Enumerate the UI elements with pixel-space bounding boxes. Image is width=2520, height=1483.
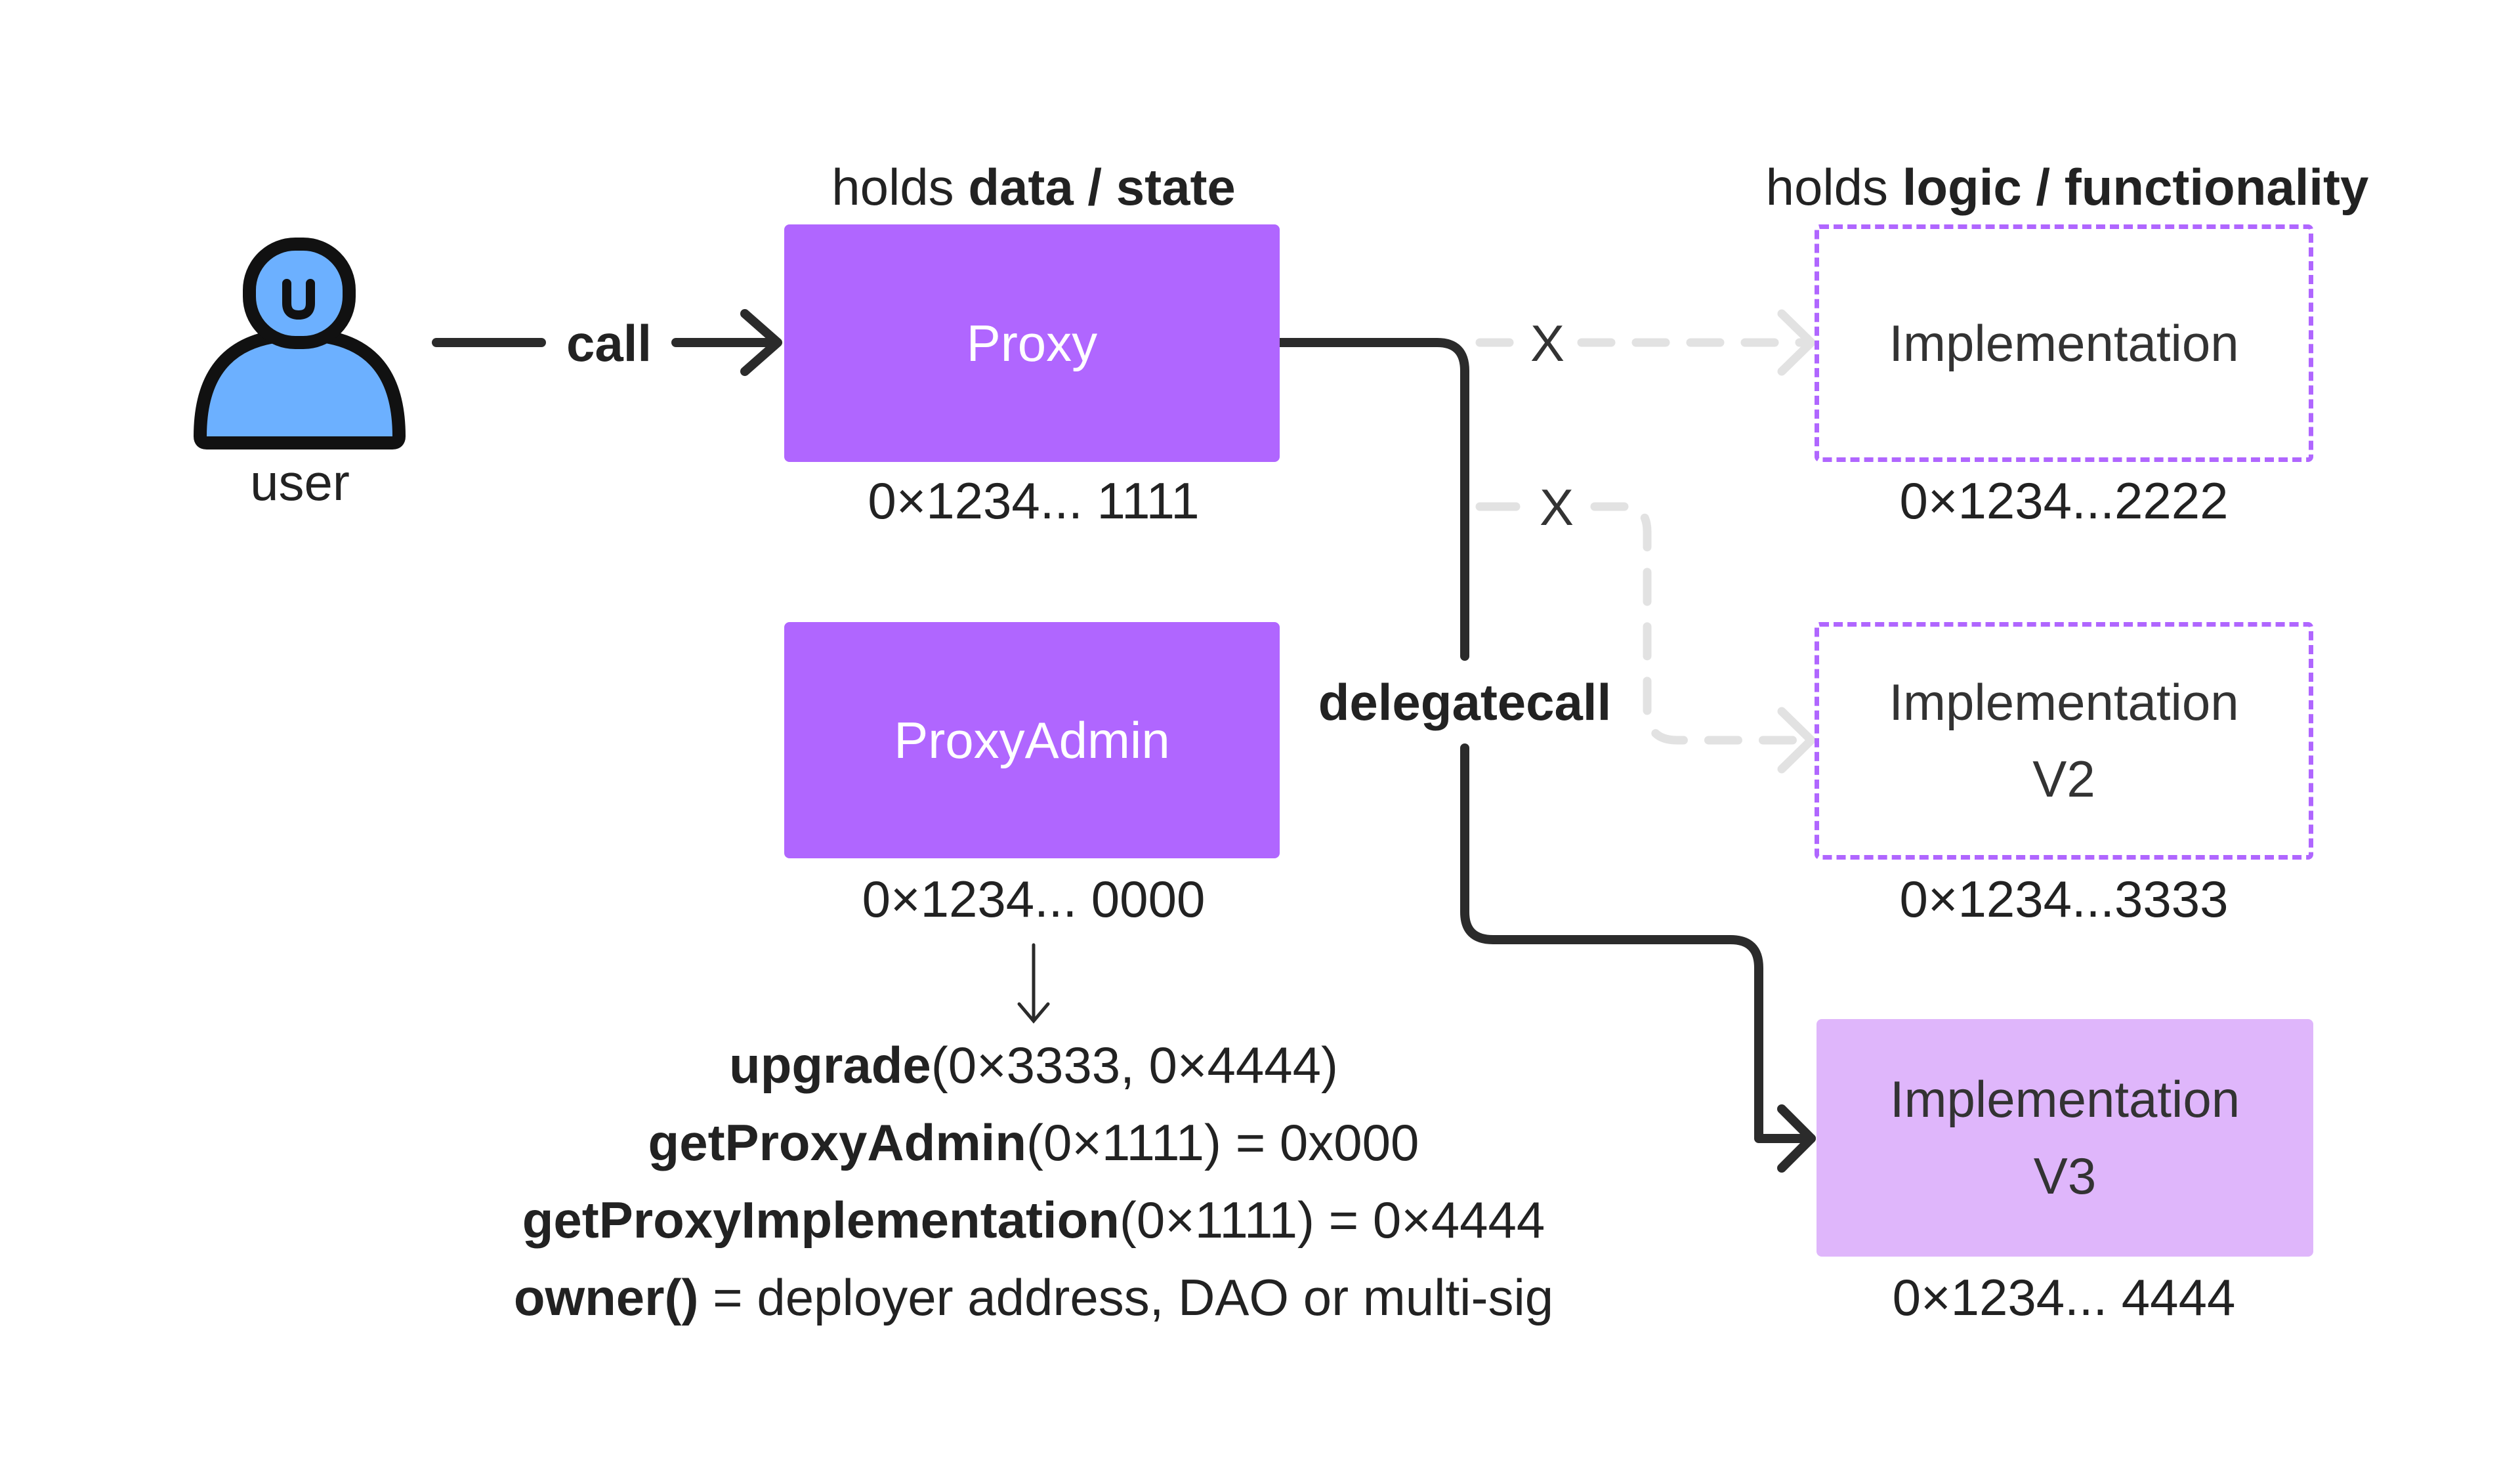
proxy-admin-box: ProxyAdmin [784,622,1280,858]
implementation-v2-label: Implementation [1889,673,2239,731]
delegatecall-arrow [1275,338,1816,1173]
user-icon [194,238,406,449]
implementation-v2-address: 0×1234...3333 [1899,870,2229,928]
blocked-x-mid: X [1539,478,1574,536]
admin-call-fn: owner() [513,1268,699,1326]
admin-call-get-proxy-admin: getProxyAdmin(0×1111) = 0x000 [648,1113,1419,1173]
implementation-v2-version: V2 [2032,750,2095,808]
blocked-arrow-impl2 [1475,502,1816,774]
blocked-arrow-impl1 [1475,309,1816,376]
implementation-v3-box: Implementation V3 [1816,1019,2313,1257]
header-data-prefix: holds [831,158,954,216]
call-arrow [432,309,782,376]
admin-call-args: (0×1111) = 0x000 [1026,1114,1419,1171]
implementation-v3-label: Implementation [1889,1070,2240,1128]
proxy-admin-label: ProxyAdmin [894,711,1170,769]
implementation-v2-box: Implementation V2 [1815,622,2313,860]
admin-call-owner: owner() = deployer address, DAO or multi… [514,1268,1553,1327]
admin-down-arrow [1017,943,1050,1024]
implementation-v3-address: 0×1234... 4444 [1892,1268,2236,1326]
header-logic-prefix: holds [1765,158,1889,216]
implementation-v3-version: V3 [2033,1147,2097,1205]
admin-call-args: (0×1111) = 0×4444 [1119,1191,1545,1249]
admin-call-upgrade: upgrade(0×3333, 0×4444) [729,1035,1338,1095]
call-label: call [566,314,652,372]
admin-call-fn: getProxyAdmin [648,1114,1026,1171]
header-logic-functionality: holds logic / functionality [1766,157,2369,217]
proxy-address: 0×1234... 1111 [868,472,1200,530]
blocked-x-top: X [1530,314,1565,372]
admin-call-args: (0×3333, 0×4444) [931,1036,1338,1094]
admin-call-fn: getProxyImplementation [522,1191,1120,1249]
proxy-box: Proxy [784,224,1280,462]
proxy-label: Proxy [966,314,1098,372]
user-label: user [250,453,350,511]
header-data-bold: data / state [968,158,1236,216]
delegatecall-label: delegatecall [1318,673,1612,731]
implementation-box: Implementation [1815,224,2313,462]
implementation-label: Implementation [1889,314,2239,372]
admin-call-fn: upgrade [729,1036,931,1094]
admin-call-args: = deployer address, DAO or multi-sig [698,1268,1554,1326]
proxy-admin-address: 0×1234... 0000 [862,870,1206,928]
header-data-state: holds data / state [831,157,1236,217]
admin-call-get-proxy-implementation: getProxyImplementation(0×1111) = 0×4444 [522,1190,1545,1250]
header-logic-bold: logic / functionality [1902,158,2369,216]
implementation-address: 0×1234...2222 [1899,472,2229,530]
